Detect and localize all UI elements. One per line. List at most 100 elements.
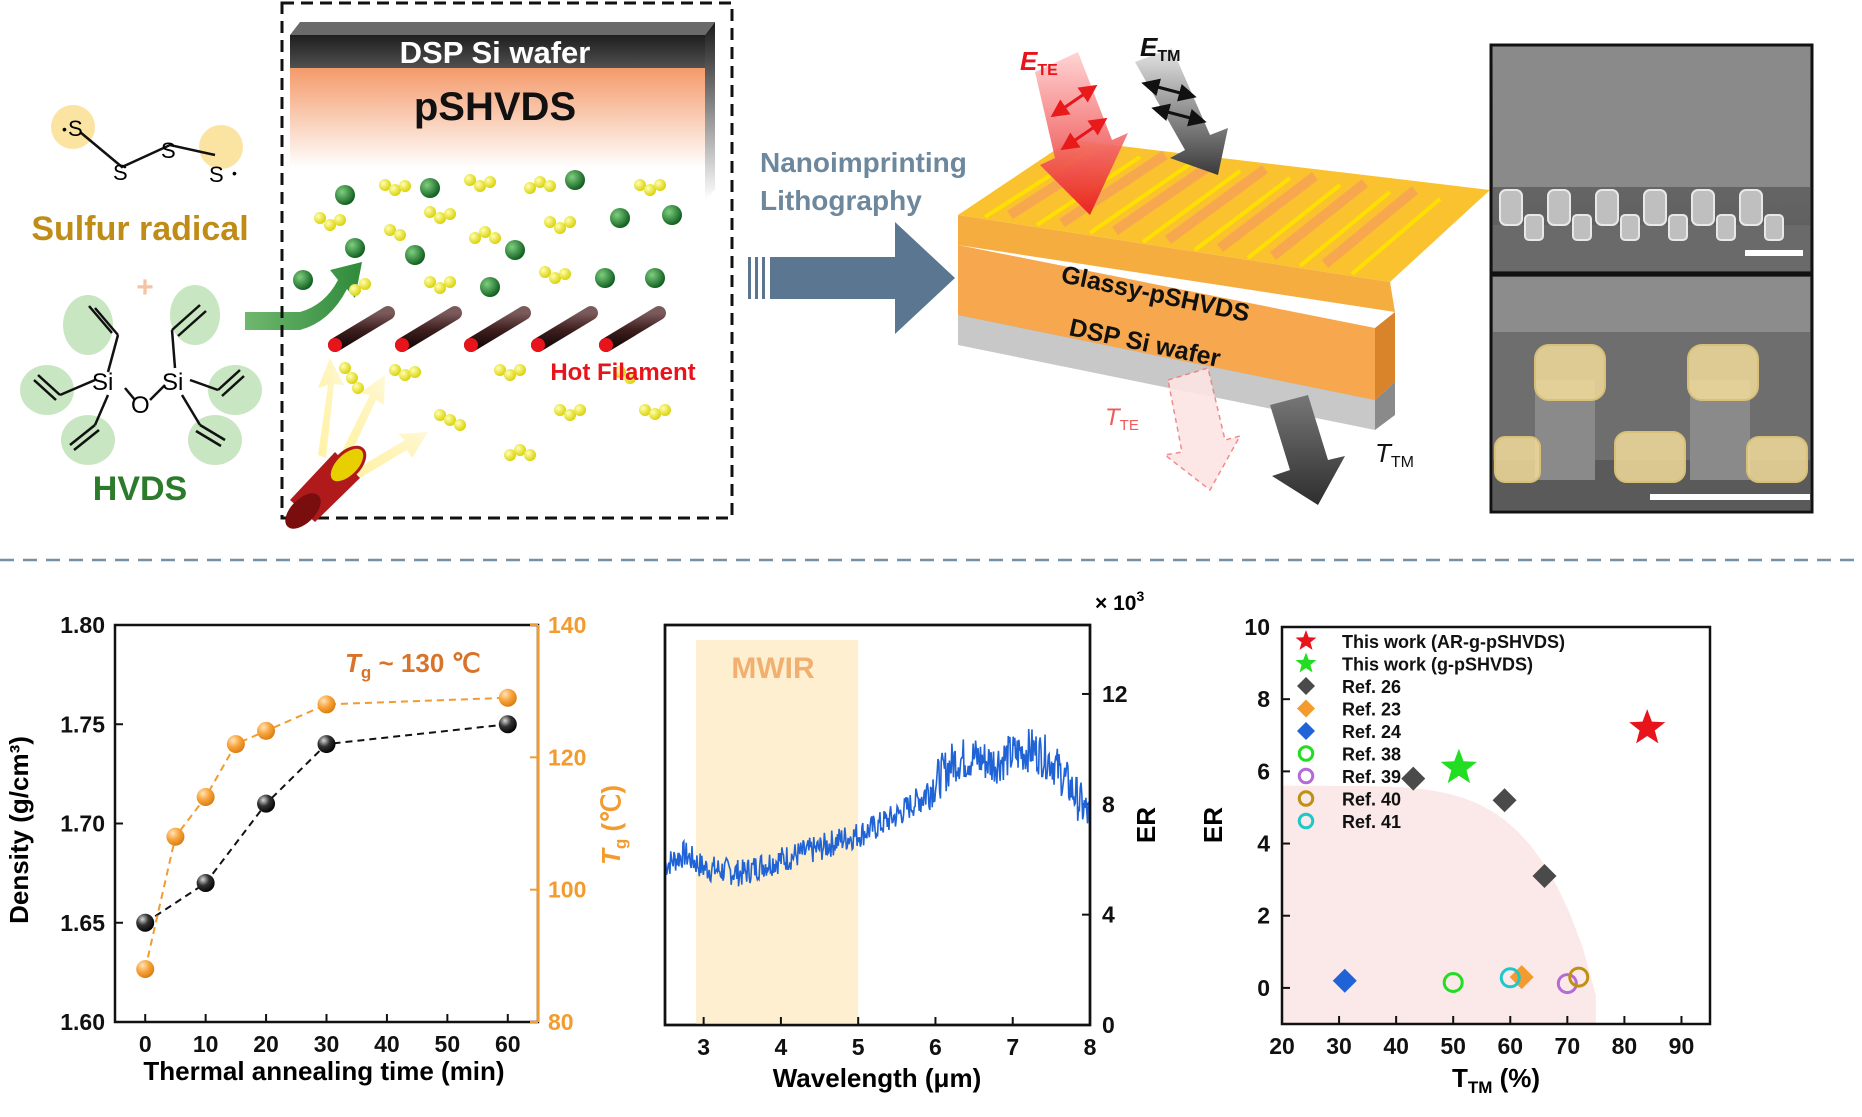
y-axis-label: ER xyxy=(1131,807,1161,843)
series-line-0 xyxy=(144,723,508,924)
data-point xyxy=(1332,968,1357,993)
y-tick-label: 6 xyxy=(1257,758,1270,784)
incident-te-beam xyxy=(1035,52,1128,215)
x-tick-label: 6 xyxy=(929,1034,942,1060)
vinyl-highlight xyxy=(208,365,262,415)
x-axis-label: Thermal annealing time (min) xyxy=(143,1056,504,1086)
plot-frame xyxy=(113,623,540,1024)
legend-label: Ref. 40 xyxy=(1342,790,1401,810)
s-atom: S xyxy=(68,116,83,141)
legend-marker xyxy=(1297,722,1315,740)
y2-tick-label: 100 xyxy=(548,877,586,903)
o-atom: O xyxy=(131,392,150,419)
legend-marker xyxy=(1297,745,1315,762)
legend-label: Ref. 24 xyxy=(1342,722,1401,742)
y-tick-label: 1.60 xyxy=(60,1009,105,1035)
wafer-side-face xyxy=(705,22,715,200)
y2-tick-label: 120 xyxy=(548,744,586,770)
data-point xyxy=(498,715,517,734)
legend-label: Ref. 39 xyxy=(1342,767,1401,787)
y-tick-label: 1.70 xyxy=(60,811,105,837)
data-point xyxy=(257,794,276,813)
legend-marker xyxy=(1295,652,1317,673)
s-highlight xyxy=(51,105,95,149)
legend-marker xyxy=(1295,630,1317,650)
e-tm-label: ETM xyxy=(1140,32,1180,65)
data-point xyxy=(196,788,215,807)
scale-bar xyxy=(1650,494,1810,500)
film-front-face xyxy=(958,245,1375,400)
mwir-label: MWIR xyxy=(731,652,815,685)
y-tick-label: 12 xyxy=(1102,681,1128,707)
y-tick-label: 0 xyxy=(1102,1012,1115,1038)
multiplier-label: × 103 xyxy=(1095,588,1144,615)
radical-dot: • xyxy=(62,121,67,137)
e-te-label: ETE xyxy=(1020,46,1058,79)
y-tick-label: 0 xyxy=(1257,975,1270,1001)
legend-marker xyxy=(1297,677,1315,695)
t-tm-label: TTM xyxy=(1375,438,1414,471)
chemistry-panel: • S S S S • Sulfur radical + xyxy=(20,105,362,508)
x-tick-label: 50 xyxy=(1440,1033,1466,1059)
hot-filament-label: Hot Filament xyxy=(550,359,695,386)
legend-marker xyxy=(1297,812,1315,830)
sem-bottom-image xyxy=(1489,273,1814,514)
legend-label: This work (AR-g-pSHVDS) xyxy=(1342,632,1565,652)
x-tick-label: 5 xyxy=(852,1034,865,1060)
y-tick-label: 1.65 xyxy=(60,910,105,936)
lithography-label: Lithography xyxy=(760,185,922,216)
data-point xyxy=(196,874,215,893)
legend-marker xyxy=(1297,767,1315,785)
sulfur-chains xyxy=(314,174,671,461)
s-highlight xyxy=(199,125,243,169)
plot-frame xyxy=(1280,625,1712,1026)
hot-filaments xyxy=(328,306,666,352)
y-tick-label: 1.75 xyxy=(60,711,105,737)
grating-edge xyxy=(958,215,1395,312)
si-atom: Si xyxy=(92,369,113,396)
x-tick-label: 10 xyxy=(193,1031,219,1057)
er-spectrum-line xyxy=(664,728,1091,887)
data-point xyxy=(1442,971,1464,993)
plot-frame-top xyxy=(663,623,1092,1027)
grating-grooves xyxy=(1007,143,1419,268)
green-flow-arrow xyxy=(245,262,362,330)
incident-tm-beam xyxy=(1135,48,1228,175)
legend-marker xyxy=(1297,699,1315,718)
x-tick-label: 60 xyxy=(1497,1033,1523,1059)
data-point xyxy=(1499,967,1521,989)
legend-label: Ref. 26 xyxy=(1342,677,1401,697)
x-tick-label: 30 xyxy=(314,1031,340,1057)
s-atom: S xyxy=(113,160,128,185)
legend-label: Ref. 23 xyxy=(1342,700,1401,720)
y2-axis-label: Tg (℃) xyxy=(596,785,630,865)
pshvds-film xyxy=(290,68,705,168)
chamber-outline xyxy=(280,1,734,520)
legend-label: Ref. 41 xyxy=(1342,812,1401,832)
x-tick-label: 40 xyxy=(374,1031,400,1057)
s-atom: S xyxy=(209,162,224,187)
data-point xyxy=(317,735,336,754)
big-right-arrow xyxy=(770,222,955,334)
plus-sign: + xyxy=(136,271,154,304)
deposition-panel: DSP Si wafer pSHVDS xyxy=(280,1,734,529)
s-chain-bond xyxy=(79,131,216,169)
legend-marker xyxy=(1297,790,1315,807)
wafer-front-face xyxy=(958,315,1375,430)
vinyl-highlight xyxy=(170,285,220,345)
data-point xyxy=(1568,966,1590,988)
hvds-label: HVDS xyxy=(93,470,187,508)
y-axis-label: ER xyxy=(1198,807,1228,843)
x-tick-label: 70 xyxy=(1555,1033,1581,1059)
x-tick-label: 40 xyxy=(1383,1033,1409,1059)
data-point xyxy=(226,735,245,754)
tg-annotation: Tg ~ 130 ℃ xyxy=(345,648,481,682)
data-point xyxy=(1492,788,1517,813)
x-tick-label: 8 xyxy=(1084,1034,1097,1060)
sem-top-image xyxy=(1489,43,1814,275)
legend: This work (AR-g-pSHVDS) This work (g-pSHV… xyxy=(1295,630,1565,832)
legend-label: This work (g-pSHVDS) xyxy=(1342,655,1533,675)
